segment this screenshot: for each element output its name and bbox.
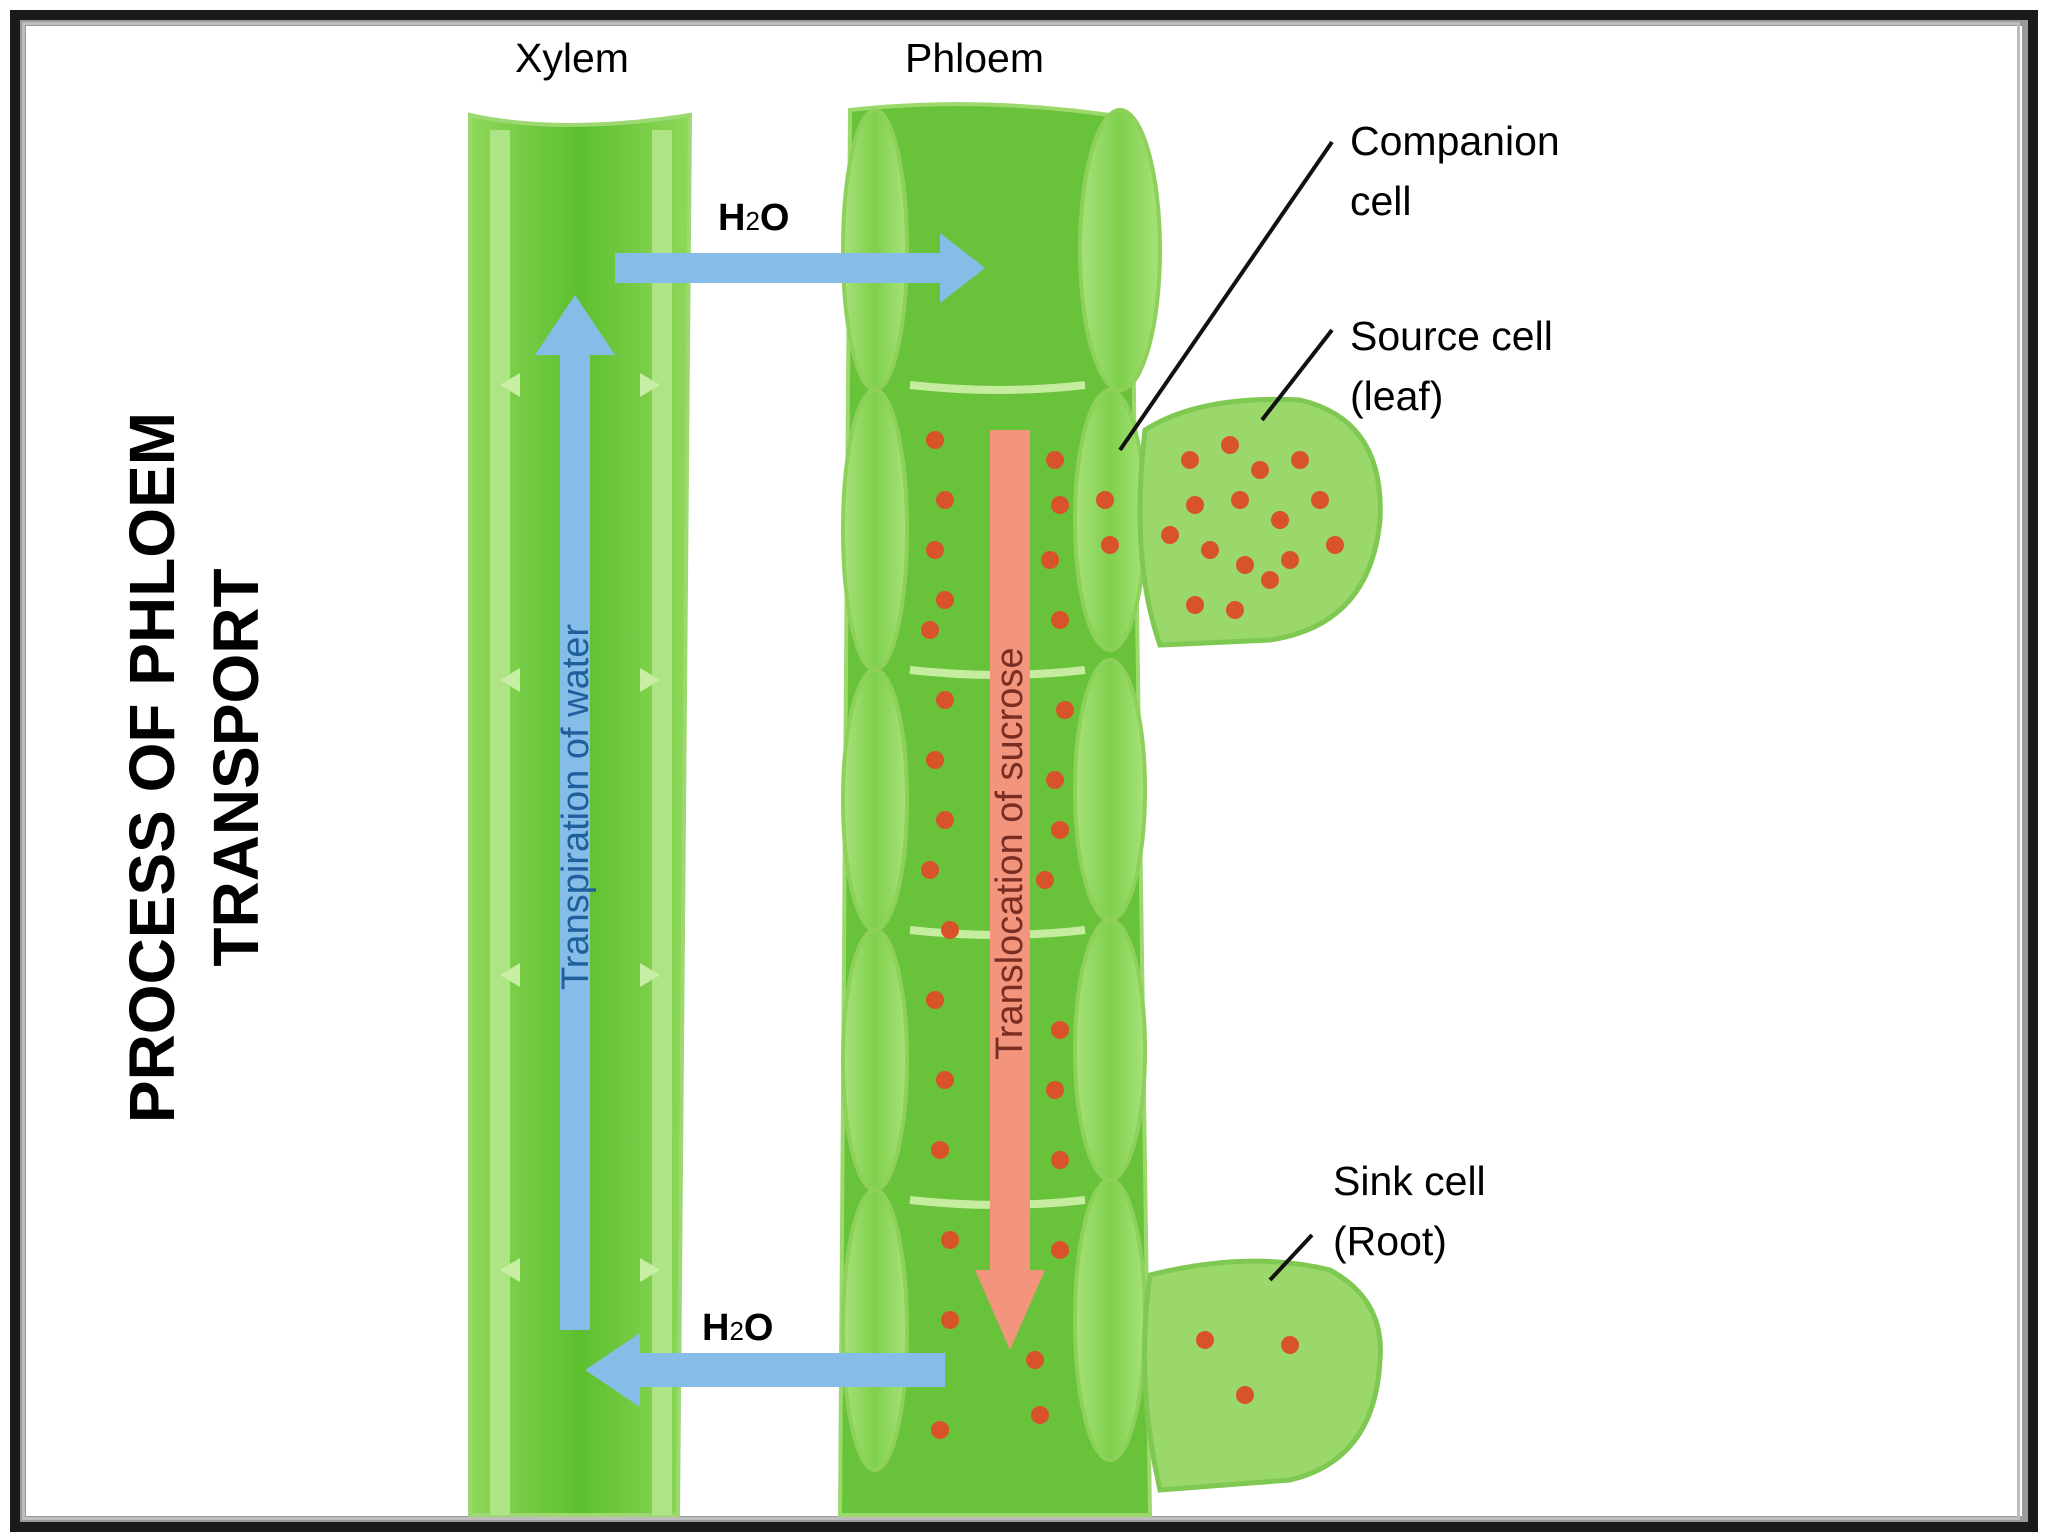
sucrose-dot bbox=[1236, 1386, 1254, 1404]
sucrose-dot bbox=[1046, 451, 1064, 469]
sucrose-dot bbox=[921, 861, 939, 879]
sucrose-dot bbox=[1046, 771, 1064, 789]
sucrose-dot bbox=[1026, 1351, 1044, 1369]
sink-cell-label-1: Sink cell bbox=[1333, 1158, 1486, 1204]
sucrose-dot bbox=[936, 1071, 954, 1089]
companion-cell-label-1: Companion bbox=[1350, 118, 1560, 164]
water-bottom-label: H2O bbox=[702, 1307, 773, 1349]
sucrose-dot bbox=[1326, 536, 1344, 554]
phloem-column bbox=[837, 102, 1162, 1517]
water-arrow-bottom bbox=[585, 1333, 945, 1407]
sucrose-dot bbox=[1051, 496, 1069, 514]
sucrose-dot bbox=[1236, 556, 1254, 574]
sucrose-dot bbox=[921, 621, 939, 639]
sucrose-dot bbox=[1231, 491, 1249, 509]
translocation-arrow bbox=[975, 430, 1045, 1350]
transpiration-arrow bbox=[535, 295, 615, 1330]
sucrose-dot bbox=[926, 431, 944, 449]
sucrose-dot bbox=[941, 1231, 959, 1249]
sucrose-dot bbox=[941, 1311, 959, 1329]
sucrose-dot bbox=[1096, 491, 1114, 509]
water-arrows bbox=[535, 233, 985, 1407]
sucrose-dot bbox=[1101, 536, 1119, 554]
xylem-label: Xylem bbox=[515, 35, 629, 81]
sucrose-dot bbox=[1281, 551, 1299, 569]
sucrose-dot bbox=[1056, 701, 1074, 719]
sucrose-dot bbox=[1271, 511, 1289, 529]
sucrose-dot bbox=[936, 691, 954, 709]
sucrose-dot bbox=[1261, 571, 1279, 589]
sucrose-dot bbox=[1221, 436, 1239, 454]
sink-leader bbox=[1268, 1233, 1314, 1282]
sucrose-dot bbox=[931, 1141, 949, 1159]
sucrose-dot bbox=[1201, 541, 1219, 559]
translocation-label: Translocation of sucrose bbox=[989, 647, 1031, 1060]
sink-cell bbox=[1141, 1258, 1383, 1493]
sucrose-dot bbox=[931, 1421, 949, 1439]
sucrose-dot bbox=[941, 921, 959, 939]
sucrose-dot bbox=[1186, 496, 1204, 514]
sucrose-molecules bbox=[921, 431, 1344, 1439]
sucrose-dot bbox=[1181, 451, 1199, 469]
water-arrow-top bbox=[615, 233, 985, 303]
sucrose-dot bbox=[1291, 451, 1309, 469]
sucrose-dot bbox=[936, 591, 954, 609]
source-cell-label-1: Source cell bbox=[1350, 313, 1553, 359]
sucrose-dot bbox=[1251, 461, 1269, 479]
sink-cell-label-2: (Root) bbox=[1333, 1218, 1447, 1264]
xylem-pit-markers bbox=[500, 373, 660, 1282]
sucrose-dot bbox=[1051, 1021, 1069, 1039]
source-leader bbox=[1260, 328, 1334, 422]
companion-cell-label-2: cell bbox=[1350, 178, 1412, 224]
sucrose-dot bbox=[1281, 1336, 1299, 1354]
sucrose-dot bbox=[1311, 491, 1329, 509]
phloem-label: Phloem bbox=[905, 35, 1044, 81]
sucrose-dot bbox=[926, 541, 944, 559]
companion-leader bbox=[1118, 140, 1334, 452]
sucrose-dot bbox=[1051, 1241, 1069, 1259]
transpiration-label: Transpiration of water bbox=[555, 624, 597, 990]
sucrose-dot bbox=[1051, 1151, 1069, 1169]
water-top-label: H2O bbox=[718, 197, 789, 239]
sucrose-dot bbox=[1031, 1406, 1049, 1424]
sucrose-dot bbox=[1196, 1331, 1214, 1349]
sucrose-dot bbox=[1161, 526, 1179, 544]
sucrose-dot bbox=[1041, 551, 1059, 569]
sucrose-dot bbox=[936, 491, 954, 509]
sucrose-dot bbox=[1051, 821, 1069, 839]
sucrose-dot bbox=[1046, 1081, 1064, 1099]
source-cell-label-2: (leaf) bbox=[1350, 373, 1443, 419]
sucrose-dot bbox=[1051, 611, 1069, 629]
sucrose-dot bbox=[936, 811, 954, 829]
sucrose-dot bbox=[1036, 871, 1054, 889]
sucrose-dot bbox=[1186, 596, 1204, 614]
sucrose-dot bbox=[926, 751, 944, 769]
source-cell bbox=[1137, 396, 1383, 648]
sucrose-dot bbox=[1226, 601, 1244, 619]
sucrose-dot bbox=[926, 991, 944, 1009]
